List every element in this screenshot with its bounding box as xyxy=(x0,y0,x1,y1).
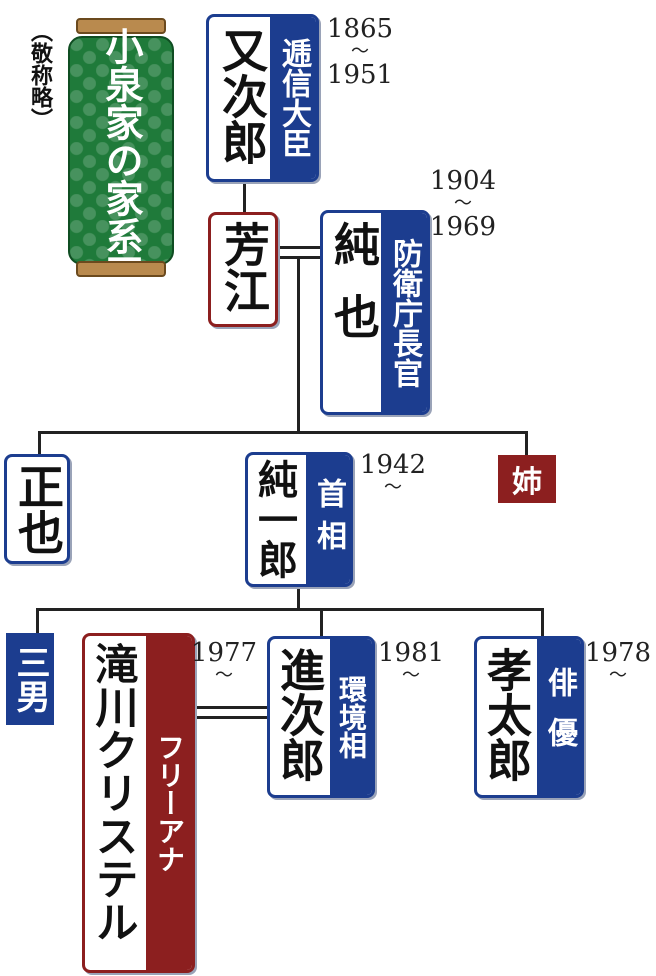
sibling-bar-2 xyxy=(36,608,544,611)
line-matajiro-yoshie xyxy=(243,180,246,215)
marriage-line-upper-a xyxy=(278,246,322,249)
years-christel: 1977〜 xyxy=(190,638,258,687)
name-junichiro: 純一郎 xyxy=(251,459,297,579)
name-junya: 純也 xyxy=(327,221,381,365)
years-junichiro: 1942〜 xyxy=(359,450,427,499)
line-to-children-2 xyxy=(297,585,300,611)
card-kotaro: 孝太郎 俳優 xyxy=(474,636,584,798)
drop-sanan xyxy=(36,608,39,633)
title-matajiro: 逓信大臣 xyxy=(270,17,316,179)
scroll-rod-bottom xyxy=(76,261,166,277)
drop-ane xyxy=(525,431,528,456)
name-shinjiro: 進次郎 xyxy=(272,647,325,782)
years-shinjiro: 1981〜 xyxy=(378,638,445,687)
years-matajiro: 1865〜1951 xyxy=(326,14,394,91)
card-masaya: 正也 xyxy=(4,454,70,564)
title-scroll: 小泉家の家系図 xyxy=(68,18,174,293)
title-shinjiro: 環境相 xyxy=(330,639,372,795)
years-junya: 1904〜1969 xyxy=(429,166,497,243)
diagram-title: 小泉家の家系図 xyxy=(99,26,144,293)
title-kotaro: 俳優 xyxy=(537,639,581,795)
sibling-bar-1 xyxy=(38,431,528,434)
title-junichiro: 首相 xyxy=(306,455,350,584)
title-christel: フリーアナ xyxy=(146,636,192,970)
name-yoshie: 芳江 xyxy=(217,221,271,313)
drop-kotaro xyxy=(541,608,544,636)
name-sanan: 三男 xyxy=(10,645,50,713)
name-ane: 姉 xyxy=(512,465,542,500)
label-ane: 姉 xyxy=(498,455,556,503)
marriage-line-upper-b xyxy=(278,256,322,259)
marriage-line-lower-b xyxy=(195,716,268,719)
card-matajiro: 又次郎 逓信大臣 xyxy=(206,14,319,182)
drop-shinjiro xyxy=(320,608,323,636)
card-junya: 純也 防衛庁長官 xyxy=(320,210,430,415)
title-junya: 防衛庁長官 xyxy=(381,213,427,412)
label-sanan: 三男 xyxy=(6,633,54,725)
name-matajiro: 又次郎 xyxy=(215,27,269,165)
name-masaya: 正也 xyxy=(11,463,65,555)
marriage-line-lower-a xyxy=(195,706,268,709)
years-kotaro: 1978〜 xyxy=(584,638,652,687)
card-yoshie: 芳江 xyxy=(208,212,278,327)
name-christel: 滝川クリステル xyxy=(88,642,138,943)
honorific-note: （敬称略） xyxy=(27,20,52,130)
drop-masaya xyxy=(38,431,41,456)
scroll-rod-top xyxy=(76,18,166,34)
name-kotaro: 孝太郎 xyxy=(479,647,532,782)
scroll-body: 小泉家の家系図 xyxy=(68,26,174,293)
card-christel: 滝川クリステル フリーアナ xyxy=(82,633,195,973)
card-junichiro: 純一郎 首相 xyxy=(245,452,353,587)
line-to-children-1 xyxy=(297,256,300,434)
card-shinjiro: 進次郎 環境相 xyxy=(267,636,375,798)
